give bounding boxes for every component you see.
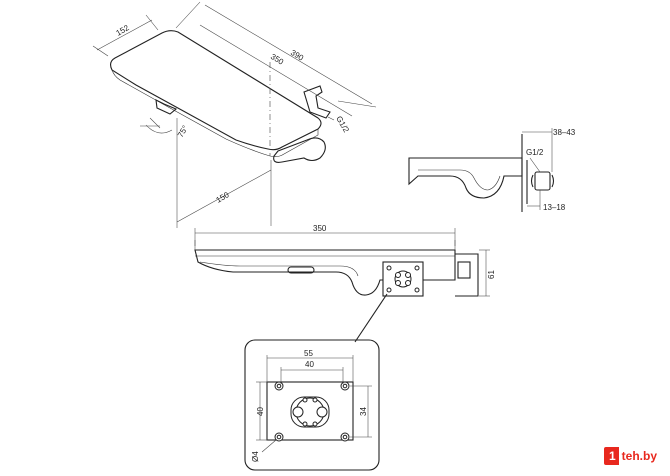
angle-arc xyxy=(145,124,173,134)
dim-angle: 75° xyxy=(176,124,190,139)
side-fitting xyxy=(534,171,551,191)
side-view: 38–43 13–18 G1/2 xyxy=(408,128,576,212)
dim-height-61: 61 xyxy=(487,270,496,279)
dim-hole: Ø4 xyxy=(251,451,260,462)
dim-38-43: 38–43 xyxy=(553,128,576,137)
brand-mark: 1 xyxy=(603,447,619,465)
dim-13-18: 13–18 xyxy=(543,203,566,212)
dim-150: 150 xyxy=(215,190,232,205)
thread-label-iso: G1/2 xyxy=(334,115,351,135)
side-profile xyxy=(408,157,523,199)
detail-view: 55 40 40 34 Ø4 xyxy=(244,339,380,471)
wall-bracket xyxy=(303,85,331,119)
dim-40-vertical: 40 xyxy=(256,407,265,416)
dim-34: 34 xyxy=(359,407,368,416)
dim-front-350: 350 xyxy=(313,224,327,233)
dim-55: 55 xyxy=(304,349,313,358)
front-slot-rect xyxy=(287,266,315,274)
front-view: 350 61 xyxy=(194,224,496,343)
brand-name: teh.by xyxy=(618,447,660,465)
detail-frame xyxy=(244,339,380,471)
isometric-view: 152 390 350 G1/2 150 75° xyxy=(92,1,377,228)
shelf-edge xyxy=(111,69,319,157)
dim-40-horizontal: 40 xyxy=(305,360,314,369)
front-profile xyxy=(194,249,456,296)
dim-390: 390 xyxy=(289,48,306,63)
dim-152: 152 xyxy=(115,23,132,38)
thread-label-side: G1/2 xyxy=(526,148,544,157)
detail-leader xyxy=(354,293,388,343)
front-slot xyxy=(155,99,178,115)
shelf-top-outline xyxy=(109,30,322,151)
brand-watermark: 1 teh.by xyxy=(603,447,660,465)
mixer-handle xyxy=(273,137,326,163)
dim-350: 350 xyxy=(269,52,286,67)
wall-plate xyxy=(455,253,479,297)
